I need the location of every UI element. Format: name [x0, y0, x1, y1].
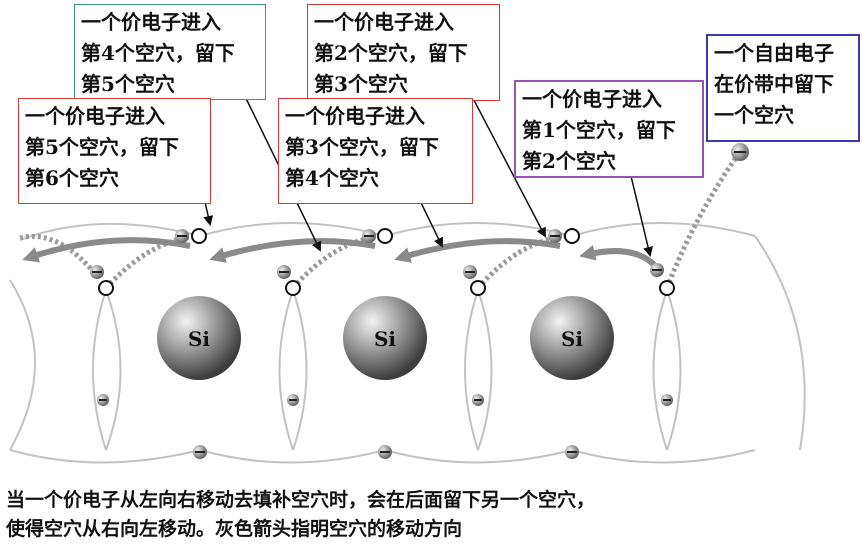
hole-arrow-4: [579, 244, 663, 274]
callout-line: 第3个空穴: [314, 72, 408, 96]
callout-red-left: 一个价电子进入 第5个空穴，留下 第6个空穴: [18, 98, 211, 204]
callout-line: 第4个空穴: [285, 166, 379, 190]
electron: [378, 445, 392, 459]
electron: [175, 229, 189, 243]
free-electron: [731, 143, 749, 161]
callout-line: 一个价电子进入: [314, 10, 454, 34]
electron: [565, 445, 579, 459]
callout-red-top: 一个价电子进入 第2个空穴，留下 第3个空穴: [307, 4, 500, 101]
hole-arrow-3: [394, 238, 561, 263]
hole-6: [98, 280, 114, 296]
si-atom-2: [343, 296, 427, 380]
figure-caption: 当一个价电子从左向右移动去填补空穴时，会在后面留下另一个空穴， 使得空穴从右向左…: [6, 486, 856, 544]
callout-line: 第2个空穴，留下: [314, 41, 468, 65]
callout-line: 在价带中留下: [714, 72, 834, 96]
caption-line-1: 当一个价电子从左向右移动去填补空穴时，会在后面留下另一个空穴，: [6, 489, 596, 511]
si-label-1: Si: [188, 327, 210, 351]
callout-blue: 一个自由电子 在价带中留下 一个空穴: [706, 34, 860, 142]
electron: [193, 445, 207, 459]
callout-red-mid: 一个价电子进入 第3个空穴，留下 第4个空穴: [278, 98, 473, 204]
electron: [90, 265, 104, 279]
si-label-3: Si: [561, 327, 583, 351]
hole-1: [564, 228, 580, 244]
electron: [287, 394, 299, 406]
electron: [548, 229, 562, 243]
callout-green: 一个价电子进入 第4个空穴，留下 第5个空穴: [74, 4, 266, 100]
callout-line: 第4个空穴，留下: [81, 41, 235, 65]
electron: [463, 265, 477, 279]
si-label-2: Si: [374, 327, 396, 351]
callout-purple: 一个价电子进入 第1个空穴，留下 第2个空穴: [514, 80, 704, 178]
callout-line: 第5个空穴: [81, 72, 175, 96]
bond-lattice: [9, 222, 806, 464]
callout-line: 第6个空穴: [25, 166, 119, 190]
hole-0: [659, 280, 675, 296]
electron: [97, 394, 109, 406]
callout-line: 一个价电子进入: [522, 87, 662, 111]
hole-2: [470, 280, 486, 296]
callout-line: 第2个空穴: [522, 149, 616, 173]
callout-line: 第3个空穴，留下: [285, 135, 439, 159]
electron: [472, 394, 484, 406]
caption-line-2: 使得空穴从右向左移动。灰色箭头指明空穴的移动方向: [6, 518, 463, 540]
callout-line: 第1个空穴，留下: [522, 118, 676, 142]
callout-line: 一个自由电子: [714, 41, 834, 65]
callout-line: 一个价电子进入: [285, 104, 425, 128]
hole-arrow-2: [209, 238, 376, 263]
hole-4: [285, 280, 301, 296]
callout-line: 一个价电子进入: [25, 104, 165, 128]
hole-arrow-1: [22, 237, 191, 263]
electron: [650, 263, 664, 277]
callout-line: 一个价电子进入: [81, 10, 221, 34]
holes: [98, 228, 675, 296]
electron: [277, 265, 291, 279]
hole-5: [191, 228, 207, 244]
electron: [661, 394, 673, 406]
hole-3: [377, 228, 393, 244]
electrons: [90, 143, 749, 459]
hole-direction-arrows: [22, 237, 663, 274]
si-atom-1: [157, 296, 241, 380]
si-atom-3: [530, 296, 614, 380]
silicon-atoms: Si Si Si: [157, 296, 614, 380]
leader-line-purple: [629, 171, 653, 257]
callout-line: 一个空穴: [714, 103, 794, 127]
callout-line: 第5个空穴，留下: [25, 135, 179, 159]
electron: [362, 229, 376, 243]
